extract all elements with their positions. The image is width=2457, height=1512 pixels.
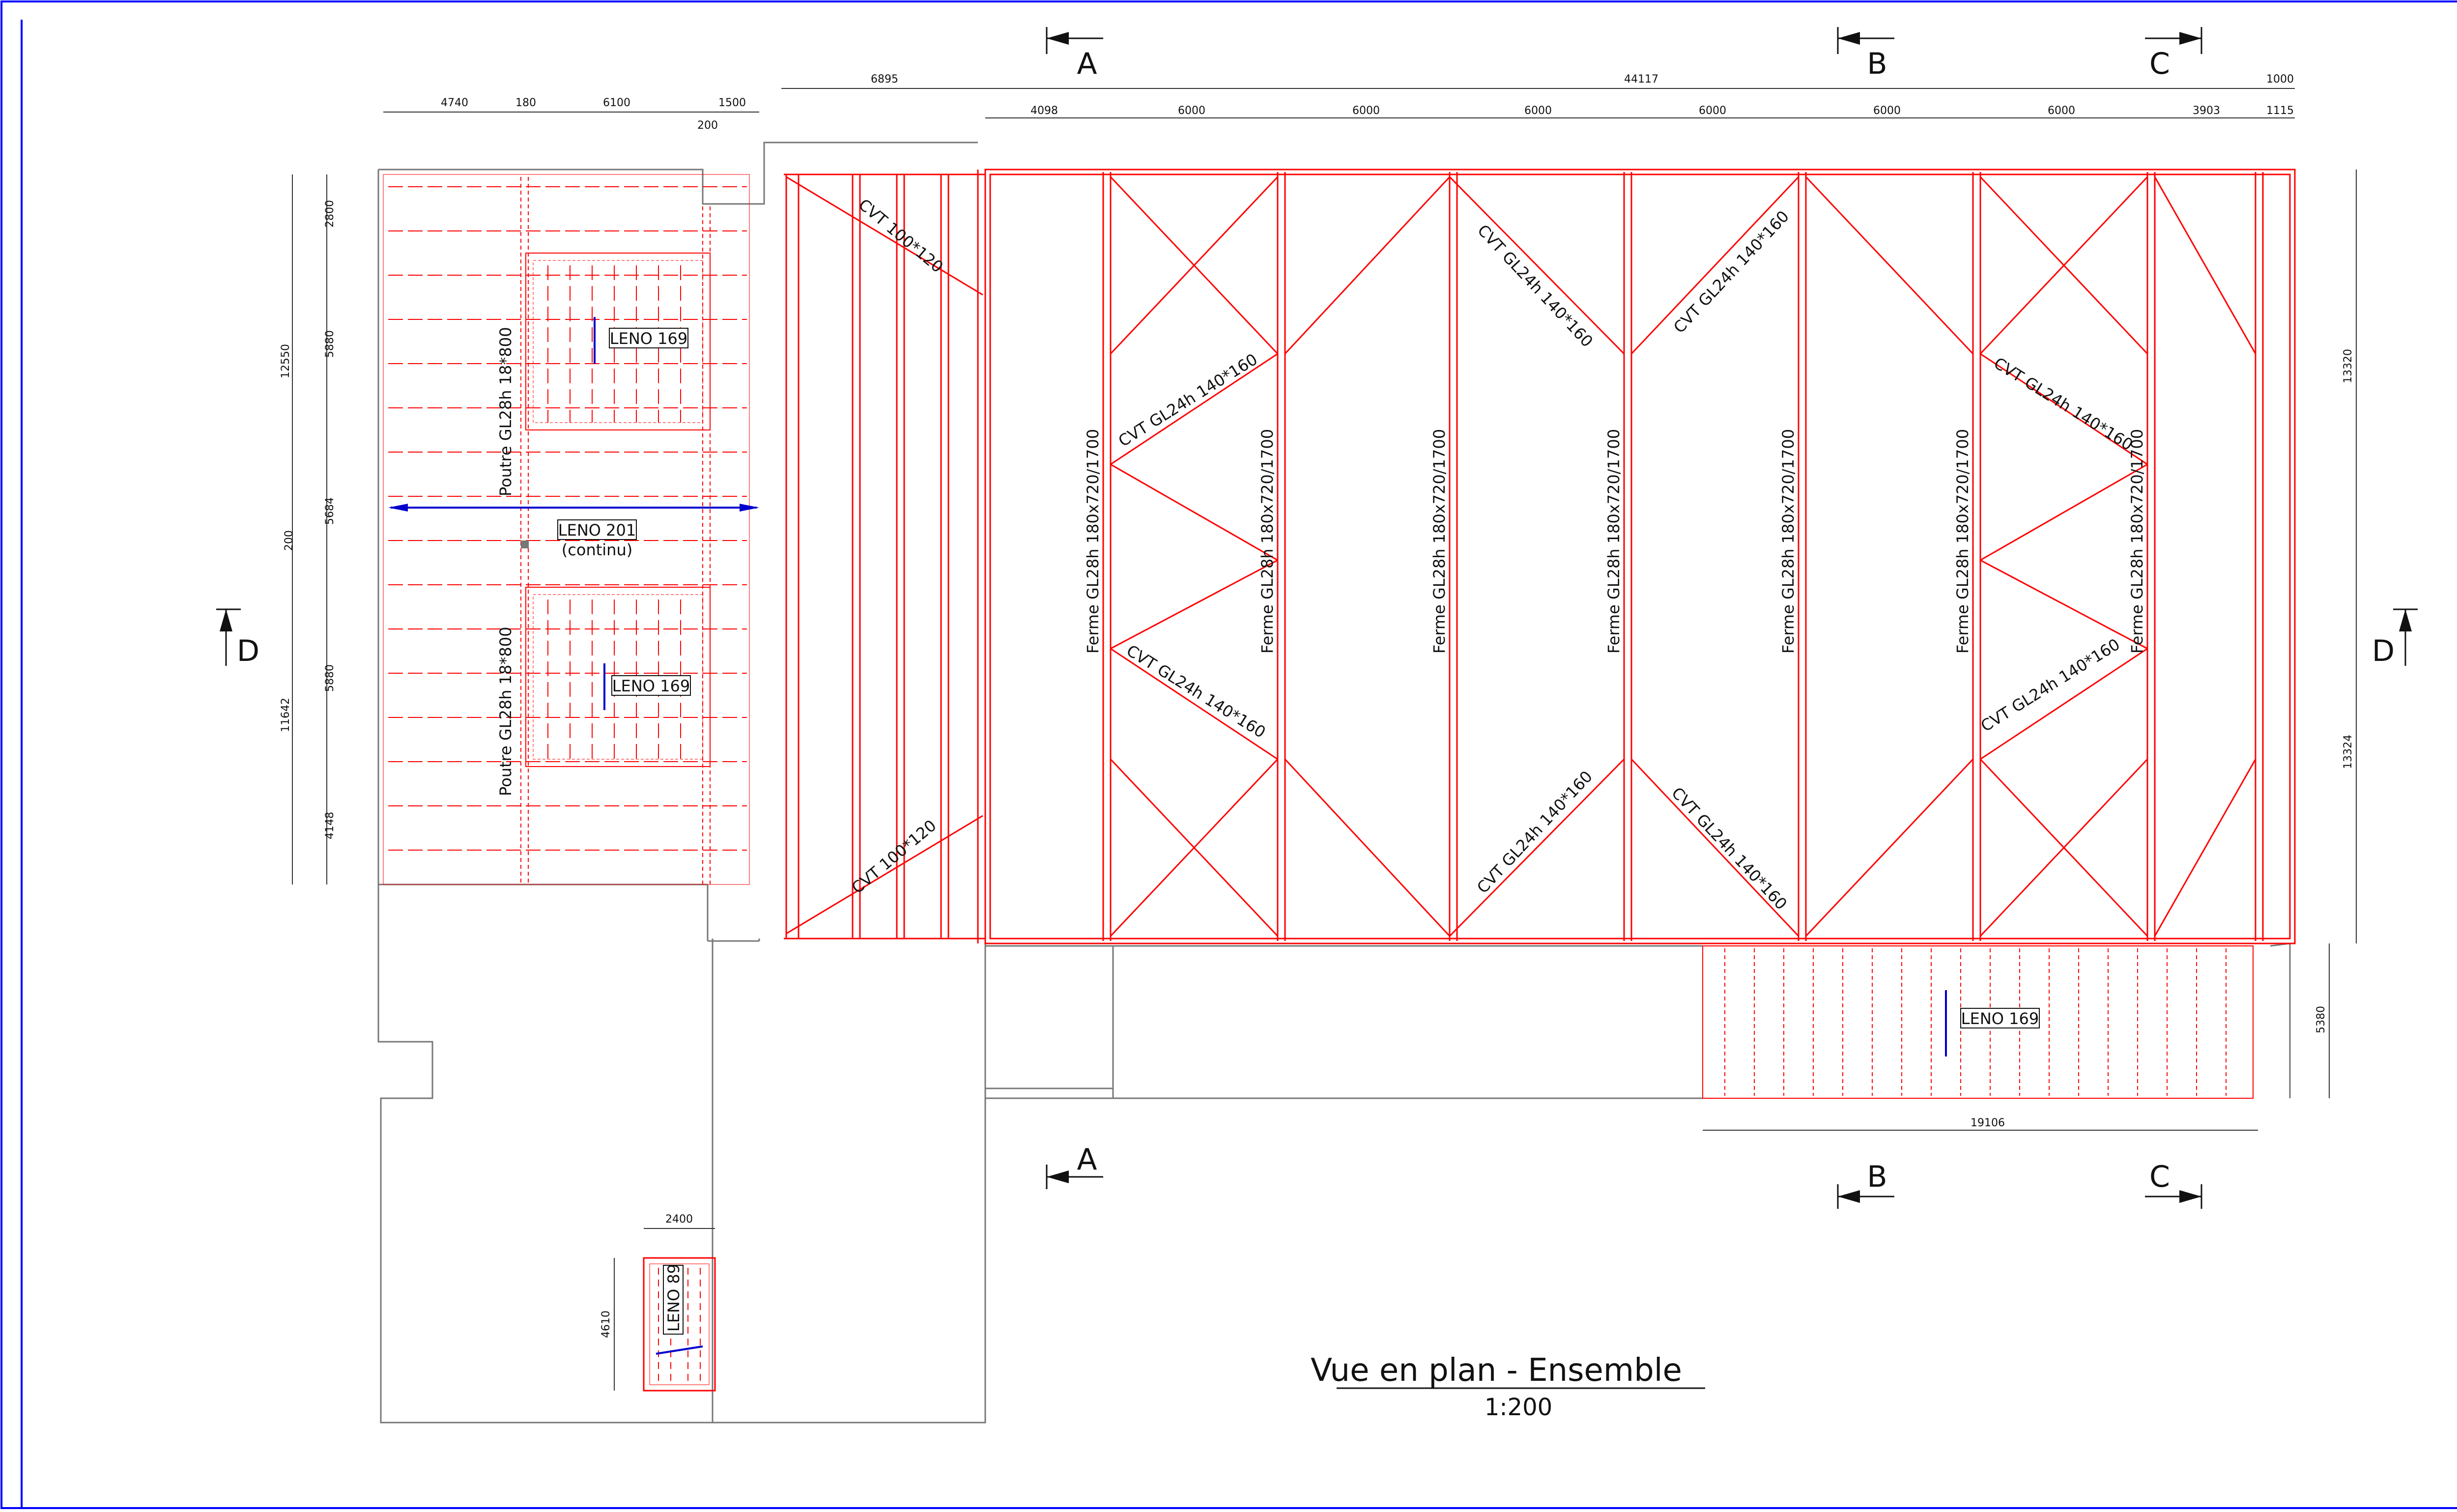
svg-text:2800: 2800: [324, 200, 336, 228]
svg-text:D: D: [2372, 634, 2395, 668]
svg-text:CVT GL24h 140*160: CVT GL24h 140*160: [1123, 641, 1269, 742]
svg-text:LENO 169: LENO 169: [612, 677, 690, 695]
svg-text:200: 200: [697, 119, 718, 132]
svg-text:1115: 1115: [2266, 105, 2294, 117]
svg-text:11642: 11642: [280, 698, 292, 732]
dimension-lines: [292, 88, 2357, 1391]
svg-text:4740: 4740: [441, 97, 468, 109]
svg-text:LENO 169: LENO 169: [1961, 1009, 2039, 1028]
svg-text:6000: 6000: [1178, 105, 1205, 117]
svg-text:5380: 5380: [2315, 1006, 2327, 1033]
svg-text:Ferme GL28h 180x720/1700: Ferme GL28h 180x720/1700: [1604, 429, 1623, 654]
middle-frame-zone: [784, 170, 986, 943]
svg-text:13320: 13320: [2342, 349, 2354, 383]
svg-text:6000: 6000: [1699, 105, 1726, 117]
svg-text:6100: 6100: [603, 97, 630, 109]
svg-text:B: B: [1867, 1160, 1887, 1194]
svg-text:2400: 2400: [665, 1213, 693, 1226]
svg-text:CVT GL24h 140*160: CVT GL24h 140*160: [1115, 350, 1261, 451]
svg-text:1500: 1500: [718, 97, 746, 109]
svg-text:12550: 12550: [280, 344, 292, 378]
svg-text:Poutre GL28h 18*800: Poutre GL28h 18*800: [496, 627, 515, 796]
svg-text:Ferme GL28h 180x720/1700: Ferme GL28h 180x720/1700: [2128, 429, 2146, 654]
svg-text:LENO 169: LENO 169: [610, 329, 687, 348]
svg-text:LENO 89: LENO 89: [664, 1264, 683, 1332]
svg-text:5684: 5684: [324, 497, 336, 525]
svg-text:Ferme GL28h 180x720/1700: Ferme GL28h 180x720/1700: [1953, 429, 1972, 654]
svg-text:6000: 6000: [1873, 105, 1901, 117]
svg-text:Ferme GL28h 180x720/1700: Ferme GL28h 180x720/1700: [1258, 429, 1277, 654]
title-block: Vue en plan - Ensemble 1:200: [1311, 1352, 1705, 1421]
building-outline: [377, 142, 2291, 1424]
svg-text:6895: 6895: [871, 73, 898, 86]
svg-text:3903: 3903: [2193, 105, 2220, 117]
left-floor-zone: [383, 174, 759, 885]
svg-text:44117: 44117: [1624, 73, 1658, 86]
svg-text:4148: 4148: [324, 812, 336, 839]
svg-text:1000: 1000: [2266, 73, 2294, 86]
svg-text:C: C: [2149, 47, 2170, 81]
svg-text:180: 180: [515, 97, 536, 109]
svg-text:Ferme GL28h 180x720/1700: Ferme GL28h 180x720/1700: [1779, 429, 1798, 654]
drawing-title: Vue en plan - Ensemble: [1311, 1352, 1682, 1389]
svg-text:6000: 6000: [1524, 105, 1552, 117]
svg-text:CVT GL24h 140*160: CVT GL24h 140*160: [1670, 207, 1793, 337]
svg-text:5880: 5880: [324, 664, 336, 692]
svg-text:5880: 5880: [324, 330, 336, 358]
svg-text:LENO 201: LENO 201: [558, 521, 636, 540]
dimension-texts: 4740 180 6100 1500 200 6895 44117 1000 4…: [280, 73, 2354, 1338]
svg-text:CVT GL24h 140*160: CVT GL24h 140*160: [1991, 354, 2137, 455]
svg-text:Poutre GL28h 18*800: Poutre GL28h 18*800: [496, 327, 515, 496]
svg-text:4610: 4610: [600, 1311, 612, 1338]
svg-text:4098: 4098: [1030, 105, 1058, 117]
svg-text:CVT 100*120: CVT 100*120: [855, 195, 947, 276]
svg-text:13324: 13324: [2342, 735, 2354, 769]
svg-text:Ferme GL28h 180x720/1700: Ferme GL28h 180x720/1700: [1084, 429, 1102, 654]
svg-text:B: B: [1867, 47, 1887, 81]
drawing-scale: 1:200: [1485, 1394, 1552, 1421]
svg-text:CVT GL24h 140*160: CVT GL24h 140*160: [1474, 221, 1597, 351]
svg-text:A: A: [1077, 47, 1097, 81]
main-roof-structure: [984, 169, 2296, 944]
svg-text:Ferme GL28h 180x720/1700: Ferme GL28h 180x720/1700: [1430, 429, 1449, 654]
element-labels: CVT 100*120 CVT 100*120 CVT GL24h 140*16…: [496, 195, 2146, 1335]
svg-text:A: A: [1077, 1142, 1097, 1177]
svg-text:19106: 19106: [1971, 1117, 2005, 1129]
section-markers: A B C A B C D D: [216, 27, 2418, 1209]
svg-text:D: D: [237, 634, 259, 668]
bottom-right-floor-zone: [1702, 945, 2254, 1099]
svg-text:200: 200: [283, 530, 295, 551]
svg-text:CVT 100*120: CVT 100*120: [848, 816, 940, 897]
small-floor-zone: [643, 1257, 716, 1392]
svg-text:6000: 6000: [2048, 105, 2075, 117]
svg-text:CVT GL24h 140*160: CVT GL24h 140*160: [1668, 784, 1791, 913]
svg-text:6000: 6000: [1352, 105, 1380, 117]
svg-text:CVT GL24h 140*160: CVT GL24h 140*160: [1977, 635, 2123, 736]
svg-text:CVT GL24h 140*160: CVT GL24h 140*160: [1473, 767, 1596, 897]
svg-text:(continu): (continu): [562, 541, 632, 559]
svg-text:C: C: [2149, 1160, 2170, 1194]
